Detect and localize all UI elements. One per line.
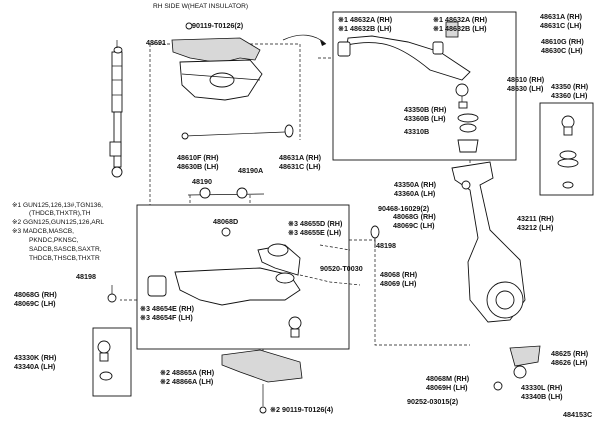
part-label: ※3 48655D (RH) (288, 219, 343, 228)
part-label: 48190A (238, 166, 263, 175)
lower-bracket (221, 349, 303, 414)
ball-joint-box (539, 102, 594, 196)
leader-dash (149, 43, 180, 205)
part-label: ※3 48654E (RH) (140, 304, 195, 313)
leader-dash (299, 274, 361, 286)
part-label: 43360 (LH) (551, 91, 588, 100)
note-line: ※3 MADCB,MASCB, (12, 228, 74, 235)
ball-joint-box-left (92, 327, 132, 397)
leader-dash (319, 244, 351, 251)
lower-arm-box (136, 204, 350, 350)
part-label: 43211 (RH) (517, 214, 554, 223)
part-label: ※3 48655E (LH) (288, 228, 342, 237)
part-label: 48630 (LH) (507, 84, 544, 93)
part-label: 48631A (RH) (540, 12, 583, 21)
part-label: 48631C (LH) (540, 21, 582, 30)
part-label: 43350 (RH) (551, 82, 589, 91)
part-label: 90468-16029(2) (378, 204, 430, 213)
ball-joint-assembly (557, 115, 579, 189)
part-label: ※1 48632B (LH) (338, 24, 392, 33)
part-label: ※1 48632A (RH) (338, 15, 393, 24)
lower-stud (370, 225, 380, 248)
lower-control-arm (147, 227, 302, 338)
part-label: 43330L (RH) (521, 383, 563, 392)
leader-dash (349, 239, 470, 346)
part-label: 43360A (LH) (394, 189, 436, 198)
part-label: 90252-03015(2) (407, 397, 459, 406)
part-label: ※2 48866A (LH) (160, 377, 214, 386)
part-label: 43340A (LH) (14, 362, 56, 371)
note-line: (THDCB,THXTR),TH (29, 210, 91, 217)
arrow-icon (282, 34, 327, 45)
part-label: 43350B (RH) (404, 105, 447, 114)
lower-left-parts (97, 285, 117, 381)
part-label: 48630C (LH) (541, 46, 583, 55)
part-label: 48630B (LH) (177, 162, 219, 171)
part-label: 48068G (RH) (14, 290, 57, 299)
part-label: 48198 (376, 241, 396, 250)
part-label: 48069C (LH) (14, 299, 56, 308)
part-label: 48069H (LH) (426, 383, 468, 392)
part-label: ※2 90119-T0126(4) (270, 405, 334, 414)
part-label: 48691 (146, 38, 166, 47)
part-label: 48069 (LH) (380, 279, 417, 288)
part-label: 48631C (LH) (279, 162, 321, 171)
part-label: ※1 48632B (LH) (433, 24, 487, 33)
part-label: 43310B (404, 127, 429, 136)
leader-dash (240, 43, 301, 140)
diagram-code: 484153C (563, 410, 592, 419)
note-line: SADCB,SASCB,SAXTR, (29, 246, 102, 253)
heat-insulator (171, 22, 263, 101)
part-label: 48068M (RH) (426, 374, 470, 383)
part-label: 48069C (LH) (393, 221, 435, 230)
part-label: 43350A (RH) (394, 180, 437, 189)
cam-bolts (187, 187, 265, 199)
part-label: 48625 (RH) (551, 349, 589, 358)
steering-knuckle (451, 161, 526, 323)
part-label: 48068G (RH) (393, 212, 436, 221)
note-line: ※1 GUN125,126,13#,TGN136, (12, 202, 103, 209)
part-label: 48198 (76, 272, 96, 281)
part-label: 48610F (RH) (177, 153, 219, 162)
part-label: 48190 (192, 177, 212, 186)
part-label: 43340B (LH) (521, 392, 563, 401)
upper-ball-joint-parts (457, 113, 479, 153)
upper-arm-box (332, 11, 517, 161)
part-label: 43360B (LH) (404, 114, 446, 123)
part-label: 48626 (LH) (551, 358, 588, 367)
part-label: 48068D (213, 217, 238, 226)
arrow-head-icon (320, 40, 326, 46)
part-label: ※3 48654F (LH) (140, 313, 193, 322)
part-label: 48610G (RH) (541, 37, 584, 46)
part-label: 90119-T0126(2) (192, 21, 244, 30)
part-label: 48631A (RH) (279, 153, 322, 162)
part-label: 90520-T0030 (320, 264, 363, 273)
part-label: ※1 48632A (RH) (433, 15, 488, 24)
part-label: 43330K (RH) (14, 353, 57, 362)
part-label: 48610 (RH) (507, 75, 545, 84)
upper-control-arm (337, 21, 471, 109)
right-bottom-parts (493, 345, 541, 391)
note-line: ※2 GGN125,GUN125,126,ARL (12, 219, 104, 226)
shock-absorber (109, 40, 123, 178)
note-line: PKNDC,PKNSC, (29, 237, 79, 244)
insulator-note: RH SIDE W(HEAT INSULATOR) (153, 3, 248, 10)
part-label: ※2 48865A (RH) (160, 368, 215, 377)
adjusting-rod (181, 124, 294, 140)
part-label: 43212 (LH) (517, 223, 554, 232)
note-line: THDCB,THSCB,THXTR (29, 255, 100, 262)
part-label: 48068 (RH) (380, 270, 418, 279)
